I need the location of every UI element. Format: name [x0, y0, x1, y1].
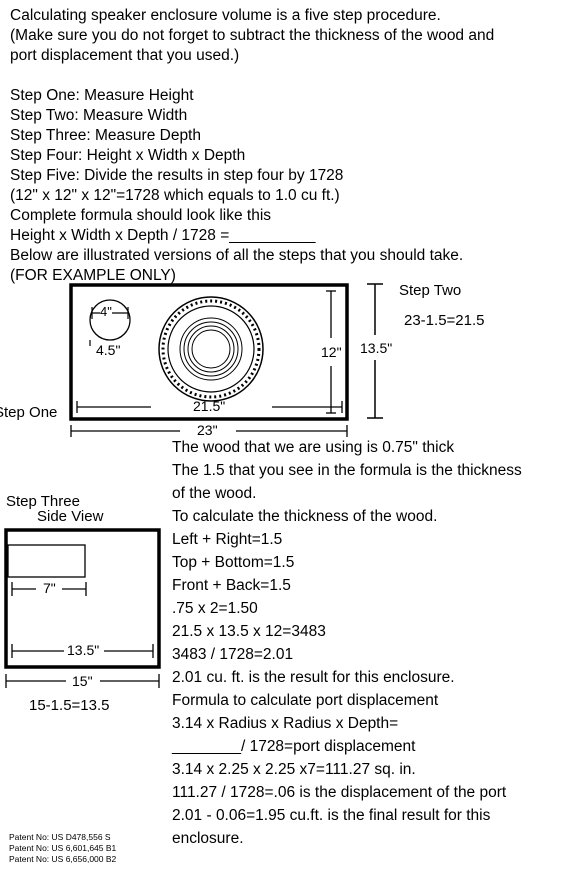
note-line: 2.01 cu. ft. is the result for this encl… [172, 669, 455, 686]
step-one-label: Step One [0, 404, 58, 421]
note-line: The wood that we are using is 0.75" thic… [172, 439, 455, 456]
note-line: 21.5 x 13.5 x 12=3483 [172, 623, 326, 640]
note-line: 2.01 - 0.06=1.95 cu.ft. is the final res… [172, 807, 491, 824]
note-line: 3.14 x Radius x Radius x Depth= [172, 715, 399, 732]
side-port-rect [7, 544, 86, 578]
inner-depth-label: 13.5" [67, 642, 100, 658]
outer-width-label: 23" [197, 422, 218, 438]
step-four-line: Step Four: Height x Width x Depth [10, 147, 246, 164]
note-line: Formula to calculate port displacement [172, 692, 439, 709]
patent-number: Patent No: US D478,556 S [9, 832, 111, 842]
formula-line: Height x Width x Depth / 1728 =_________… [10, 227, 316, 244]
side-view-box [4, 528, 161, 669]
side-view-subtitle: Side View [37, 508, 104, 525]
note-line: of the wood. [172, 485, 257, 502]
note-line: enclosure. [172, 830, 244, 847]
step-two-calc: 23-1.5=21.5 [404, 312, 485, 329]
outer-depth-label: 15" [72, 673, 93, 689]
note-line: 3.14 x 2.25 x 2.25 x7=111.27 sq. in. [172, 761, 416, 778]
intro-line-3: port displacement that you used.) [10, 47, 240, 64]
step-one-line: Step One: Measure Height [10, 87, 194, 104]
front-view-box [69, 283, 349, 421]
note-line: ________/ 1728=port displacement [172, 738, 416, 755]
step-two-line: Step Two: Measure Width [10, 107, 188, 124]
patent-number: Patent No: US 6,656,000 B2 [9, 854, 117, 864]
intro-line-2: (Make sure you do not forget to subtract… [10, 27, 495, 44]
outer-height-label: 13.5" [360, 340, 393, 356]
note-line: .75 x 2=1.50 [172, 600, 258, 617]
note-line: 111.27 / 1728=.06 is the displacement of… [172, 784, 507, 801]
note-line: To calculate the thickness of the wood. [172, 508, 438, 525]
depth-calc: 15-1.5=13.5 [29, 697, 110, 714]
note-line: The 1.5 that you see in the formula is t… [172, 462, 522, 479]
speaker-icon [158, 296, 264, 402]
side-view-title: Step Three [6, 493, 80, 510]
note-line: Top + Bottom=1.5 [172, 554, 295, 571]
note-line: Left + Right=1.5 [172, 531, 283, 548]
note-line: 3483 / 1728=2.01 [172, 646, 294, 663]
port-circle [89, 299, 131, 341]
formula-intro: Complete formula should look like this [10, 207, 272, 224]
port-offset-label: 4.5" [96, 342, 121, 358]
note-line: Front + Back=1.5 [172, 577, 291, 594]
step-five-line: Step Five: Divide the results in step fo… [10, 167, 344, 184]
patent-number: Patent No: US 6,601,645 B1 [9, 843, 117, 853]
illustration-note: Below are illustrated versions of all th… [10, 247, 464, 264]
step-three-line: Step Three: Measure Depth [10, 127, 201, 144]
step-two-label: Step Two [399, 282, 462, 299]
inner-height-label: 12" [321, 344, 342, 360]
example-only-note: (FOR EXAMPLE ONLY) [10, 267, 176, 284]
inner-width-label: 21.5" [193, 398, 226, 414]
port-depth-label: 7" [43, 580, 56, 596]
port-diameter-label: 4" [100, 304, 112, 319]
cubic-foot-note: (12" x 12" x 12"=1728 which equals to 1.… [10, 187, 340, 204]
intro-line-1: Calculating speaker enclosure volume is … [10, 7, 441, 24]
